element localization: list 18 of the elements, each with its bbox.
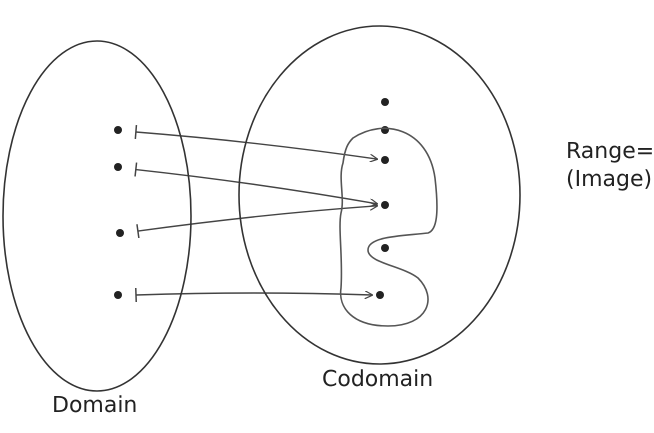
set-ellipse (238, 25, 521, 365)
element-dot (114, 163, 122, 171)
set-label: Codomain (322, 366, 434, 394)
maps-to-arrow (135, 287, 374, 303)
element-dot (114, 291, 122, 299)
element-dot (116, 229, 124, 237)
maps-to-arrow (134, 162, 378, 208)
set-label: Domain (52, 392, 138, 420)
element-dot (376, 291, 384, 299)
element-dot (381, 201, 389, 209)
set-ellipse (2, 40, 192, 392)
maps-to-arrow (134, 124, 378, 163)
element-dot (114, 126, 122, 134)
element-dot (381, 98, 389, 106)
element-dot (381, 244, 389, 252)
maps-to-arrow (136, 202, 378, 239)
range-label: Range= (Image) (566, 138, 650, 193)
element-dot (381, 156, 389, 164)
